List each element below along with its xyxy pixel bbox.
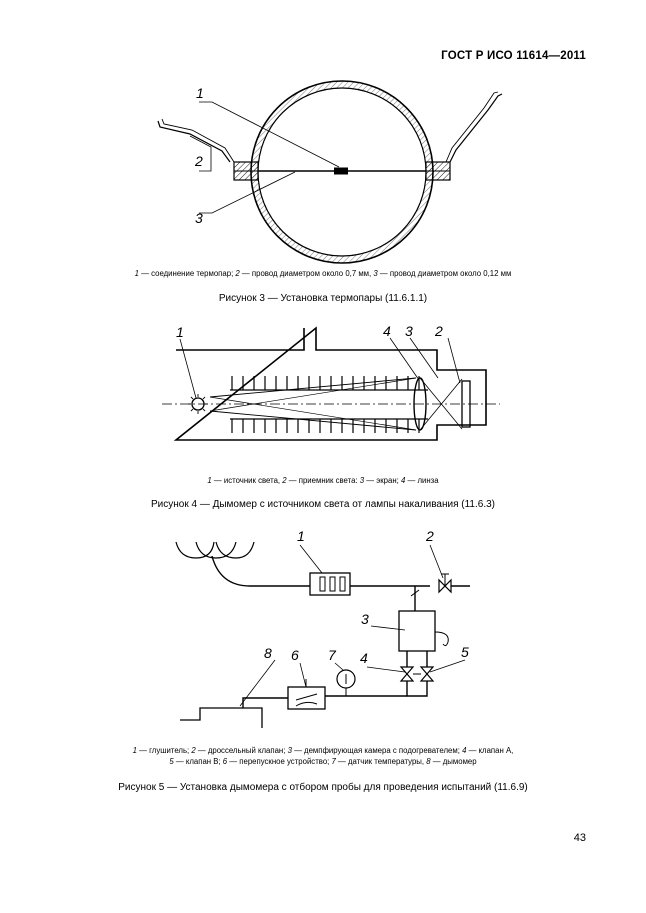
- figure-5-legend-line-2: 5 — клапан В; 6 — перепускное устройство…: [169, 757, 477, 766]
- light-receiver: [461, 380, 471, 428]
- figure-5-sampling-system-drawing: [175, 541, 470, 728]
- fig5-label-5: 5: [461, 644, 469, 660]
- fig3-label-2: 2: [194, 153, 203, 169]
- figure-4-caption: Рисунок 4 — Дымомер с источником света о…: [150, 499, 495, 510]
- leader-2: [189, 135, 212, 172]
- fig4-label-4: 4: [383, 323, 391, 339]
- valve-4: [399, 666, 415, 682]
- fig5-label-6: 6: [291, 647, 299, 663]
- figure-5-legend-line-1: 1 — глушитель; 2 — дроссельный клапан; 3…: [132, 746, 514, 755]
- fig5-label-7: 7: [328, 647, 337, 663]
- fig5-label-1: 1: [297, 528, 305, 544]
- fig3-label-3: 3: [195, 210, 203, 226]
- document-header: ГОСТ Р ИСО 11614—2011: [441, 50, 586, 62]
- fig5-label-2: 2: [425, 528, 434, 544]
- fig5-label-4: 4: [360, 650, 368, 666]
- light-ray: [190, 408, 194, 412]
- leader-3: [199, 171, 296, 214]
- leader-1: [199, 101, 340, 168]
- figure-5-caption: Рисунок 5 — Установка дымомера с отбором…: [118, 782, 528, 793]
- light-ray: [202, 396, 206, 400]
- fig4-label-1: 1: [176, 324, 184, 340]
- valve-2: [438, 578, 452, 594]
- figure-4-legend: 1 — источник света, 2 — приемник света: …: [207, 476, 439, 485]
- figure-4-smoke-meter-drawing: [162, 326, 500, 441]
- left-lead-wire: [157, 120, 231, 163]
- fig4-label-2: 2: [434, 323, 443, 339]
- fig5-label-3: 3: [361, 611, 369, 627]
- figure-3-caption: Рисунок 3 — Установка термопары (11.6.1.…: [218, 293, 428, 304]
- fig4-label-3: 3: [405, 323, 413, 339]
- light-ray: [190, 396, 194, 400]
- figure-3-legend: 1 — соединение термопар; 2 — провод диам…: [134, 269, 512, 278]
- right-lead-wire: [449, 93, 503, 163]
- fig5-label-8: 8: [264, 645, 272, 661]
- throttle-valve: [309, 572, 351, 596]
- smoke-meter: [180, 707, 263, 728]
- bypass-device: [287, 686, 326, 710]
- page-number: 43: [573, 832, 586, 844]
- damper-chamber: [398, 610, 436, 652]
- housing: [173, 326, 487, 441]
- light-source: [191, 397, 205, 411]
- figure-5-legend: 1 — глушитель; 2 — дроссельный клапан; 3…: [60, 745, 586, 767]
- exhaust-pipe: [211, 555, 310, 587]
- valve-5: [419, 666, 435, 682]
- thermocouple-junction: [334, 167, 348, 175]
- light-ray: [202, 408, 206, 412]
- fig3-label-1: 1: [196, 85, 204, 101]
